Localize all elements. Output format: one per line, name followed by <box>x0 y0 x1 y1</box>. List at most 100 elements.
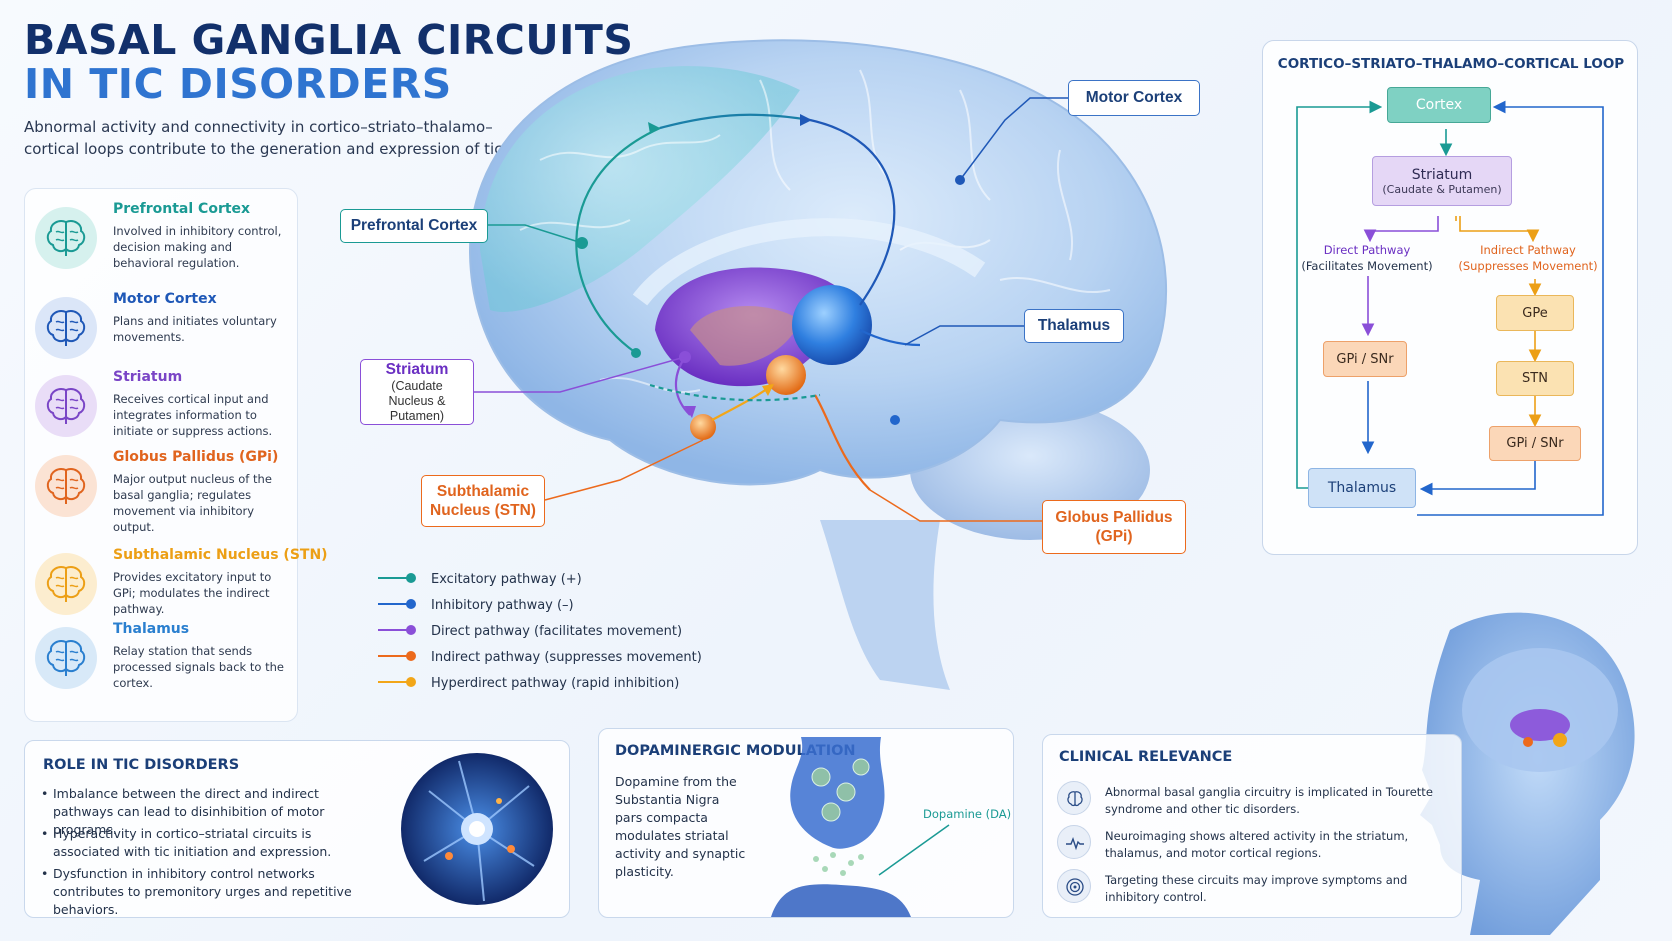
label-gpi: Globus Pallidus (GPi) <box>1042 500 1186 554</box>
loop-node-cortex-text: Cortex <box>1415 97 1463 113</box>
region-name: Subthalamic Nucleus (STN) <box>113 547 328 563</box>
clinical-item-2-text: Neuroimaging shows altered activity in t… <box>1105 829 1409 860</box>
legend-label: Excitatory pathway (+) <box>431 572 582 587</box>
label-gpi-text: Globus Pallidus (GPi) <box>1055 509 1173 545</box>
region-name: Striatum <box>113 369 183 385</box>
indirect-pathway-label: Indirect Pathway (Suppresses Movement) <box>1453 242 1603 274</box>
legend-item: Hyperdirect pathway (rapid inhibition) <box>378 672 680 698</box>
label-prefrontal-cortex-text: Prefrontal Cortex <box>350 217 478 234</box>
role-bullet-3: Dysfunction in inhibitory control networ… <box>41 865 353 919</box>
loop-node-striatum: Striatum (Caudate & Putamen) <box>1372 156 1512 206</box>
region-name: Thalamus <box>113 621 190 637</box>
region-desc: Relay station that sends processed signa… <box>113 644 284 690</box>
loop-node-gpe: GPe <box>1496 295 1574 331</box>
direct-pathway-label: Direct Pathway (Facilitates Movement) <box>1297 242 1437 274</box>
loop-node-thalamus-text: Thalamus <box>1327 480 1397 496</box>
label-motor-cortex-text: Motor Cortex <box>1085 89 1183 106</box>
clinical-item-2: Neuroimaging shows altered activity in t… <box>1057 825 1447 869</box>
clinical-item-1: Abnormal basal ganglia circuitry is impl… <box>1057 781 1447 825</box>
legend-label: Inhibitory pathway (–) <box>431 598 574 613</box>
dopamine-label: Dopamine (DA) <box>923 807 1012 821</box>
legend-label: Hyperdirect pathway (rapid inhibition) <box>431 676 680 691</box>
loop-node-cortex: Cortex <box>1387 87 1491 123</box>
label-thalamus: Thalamus <box>1024 309 1124 343</box>
legend-item: Direct pathway (facilitates movement) <box>378 620 682 646</box>
clinical-item-3-text: Targeting these circuits may improve sym… <box>1105 873 1408 904</box>
brain-icon <box>35 207 97 269</box>
legend-item: Indirect pathway (suppresses movement) <box>378 646 702 672</box>
direct-pathway-label-text: Direct Pathway <box>1323 243 1411 257</box>
page-title-line2: IN TIC DISORDERS <box>24 60 452 108</box>
region-name: Globus Pallidus (GPi) <box>113 449 279 465</box>
loop-diagram-panel: CORTICO–STRIATO–THALAMO–CORTICAL LOOP Co… <box>1262 40 1638 555</box>
clinical-item-3: Targeting these circuits may improve sym… <box>1057 869 1447 913</box>
loop-node-striatum-sub: (Caudate & Putamen) <box>1382 182 1502 196</box>
dopamine-title: DOPAMINERGIC MODULATION <box>615 743 856 759</box>
loop-node-thalamus: Thalamus <box>1308 468 1416 508</box>
brain-icon <box>35 553 97 615</box>
role-title: ROLE IN TIC DISORDERS <box>43 757 240 773</box>
region-desc: Plans and initiates voluntary movements. <box>113 314 277 344</box>
legend-swatch <box>378 625 416 635</box>
dopamine-pointer <box>878 824 950 876</box>
indirect-path <box>814 394 871 491</box>
thalamus-shape <box>792 285 872 365</box>
direct-pathway-label-sub: (Facilitates Movement) <box>1301 259 1433 273</box>
role-bullet-2: Hyperactivity in cortico–striatal circui… <box>41 825 353 861</box>
legend-swatch <box>378 573 416 583</box>
synapse-icon <box>771 737 911 917</box>
legend-label: Indirect pathway (suppresses movement) <box>431 650 702 665</box>
clinical-item-1-text: Abnormal basal ganglia circuitry is impl… <box>1105 785 1433 816</box>
label-thalamus-text: Thalamus <box>1037 317 1111 334</box>
neuron-icon <box>401 753 553 905</box>
pathway-legend: Excitatory pathway (+) Inhibitory pathway… <box>378 568 702 698</box>
loop-node-gpi-snr-left-text: GPi / SNr <box>1336 351 1394 367</box>
label-prefrontal-cortex: Prefrontal Cortex <box>340 209 488 243</box>
region-desc: Receives cortical input and integrates i… <box>113 392 273 438</box>
loop-node-gpe-text: GPe <box>1522 305 1548 321</box>
indirect-pathway-label-sub: (Suppresses Movement) <box>1458 259 1598 273</box>
loop-title: CORTICO–STRIATO–THALAMO–CORTICAL LOOP <box>1277 56 1625 72</box>
excitatory-path <box>575 126 661 354</box>
pulse-icon <box>1057 825 1091 859</box>
brainstem <box>820 520 950 690</box>
region-desc: Involved in inhibitory control, decision… <box>113 224 282 270</box>
brain-icon <box>35 455 97 517</box>
legend-label: Direct pathway (facilitates movement) <box>431 624 683 639</box>
dopamine-panel: DOPAMINERGIC MODULATION Dopamine from th… <box>598 728 1014 918</box>
brain-icon <box>1057 781 1091 815</box>
region-item: Globus Pallidus (GPi) Major output nucleu… <box>35 449 293 539</box>
brain-icon <box>35 627 97 689</box>
legend-item: Inhibitory pathway (–) <box>378 594 678 620</box>
head-illustration <box>1420 612 1635 935</box>
brain-icon <box>35 375 97 437</box>
legend-item: Excitatory pathway (+) <box>378 568 678 594</box>
label-motor-cortex: Motor Cortex <box>1068 80 1200 116</box>
role-panel: ROLE IN TIC DISORDERS Imbalance between … <box>24 740 570 918</box>
label-stn-text: Subthalamic Nucleus (STN) <box>430 483 536 519</box>
loop-node-striatum-text: Striatum <box>1411 166 1473 183</box>
region-item: Subthalamic Nucleus (STN) Provides excita… <box>35 547 328 637</box>
stn-node <box>690 414 716 440</box>
legend-swatch <box>378 651 416 661</box>
inhibitory-path <box>809 118 896 306</box>
indirect-pathway-label-text: Indirect Pathway <box>1480 243 1576 257</box>
loop-node-gpi-snr-left: GPi / SNr <box>1323 341 1407 377</box>
legend-swatch <box>378 599 416 609</box>
loop-arrows <box>1296 100 1604 516</box>
loop-node-gpi-snr-right-text: GPi / SNr <box>1506 436 1564 451</box>
loop-node-stn-text: STN <box>1522 371 1548 386</box>
frontal-lobe <box>480 66 800 312</box>
region-desc: Major output nucleus of the basal gangli… <box>113 472 272 534</box>
direct-path <box>674 356 691 416</box>
clinical-title: CLINICAL RELEVANCE <box>1059 749 1233 765</box>
label-stn: Subthalamic Nucleus (STN) <box>421 475 545 527</box>
legend-swatch <box>378 677 416 687</box>
target-icon <box>1057 869 1091 903</box>
region-desc: Provides excitatory input to GPi; modula… <box>113 570 272 616</box>
label-striatum-sub: (Caudate Nucleus & Putamen) <box>388 378 446 423</box>
